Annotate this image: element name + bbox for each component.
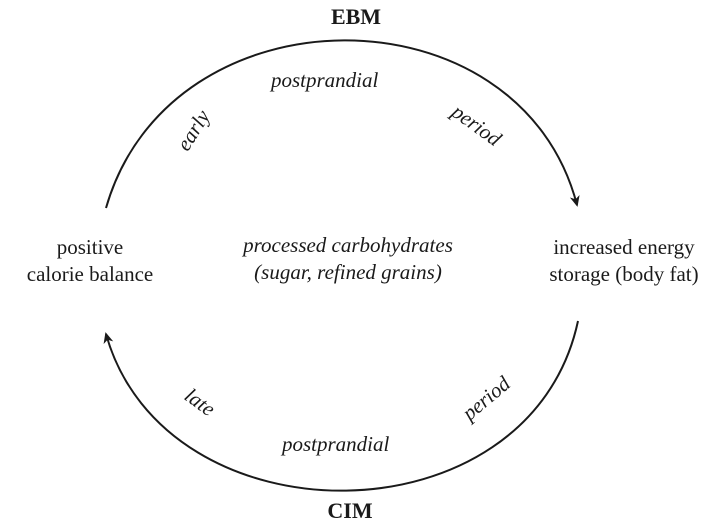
center-line2: (sugar, refined grains) <box>254 260 442 284</box>
right-node-line2: storage (body fat) <box>549 262 699 286</box>
cim-title: CIM <box>327 498 373 523</box>
left-node-line1: positive <box>56 235 124 259</box>
center-line1: processed carbohydrates <box>243 233 453 257</box>
right-node-label: increased energy storage (body fat) <box>535 234 713 288</box>
bottom-arc-word-postprandial: postprandial <box>282 432 390 456</box>
top-arc-word-postprandial: postprandial <box>271 68 379 92</box>
top-arc-arrow <box>105 39 580 209</box>
right-node-line1: increased energy <box>553 235 695 259</box>
left-node-line2: calorie balance <box>26 262 154 286</box>
ebm-title: EBM <box>330 4 382 29</box>
left-node-label: positive calorie balance <box>10 234 170 288</box>
center-label: processed carbohydrates (sugar, refined … <box>198 232 498 286</box>
bottom-arc-arrow <box>103 320 579 492</box>
